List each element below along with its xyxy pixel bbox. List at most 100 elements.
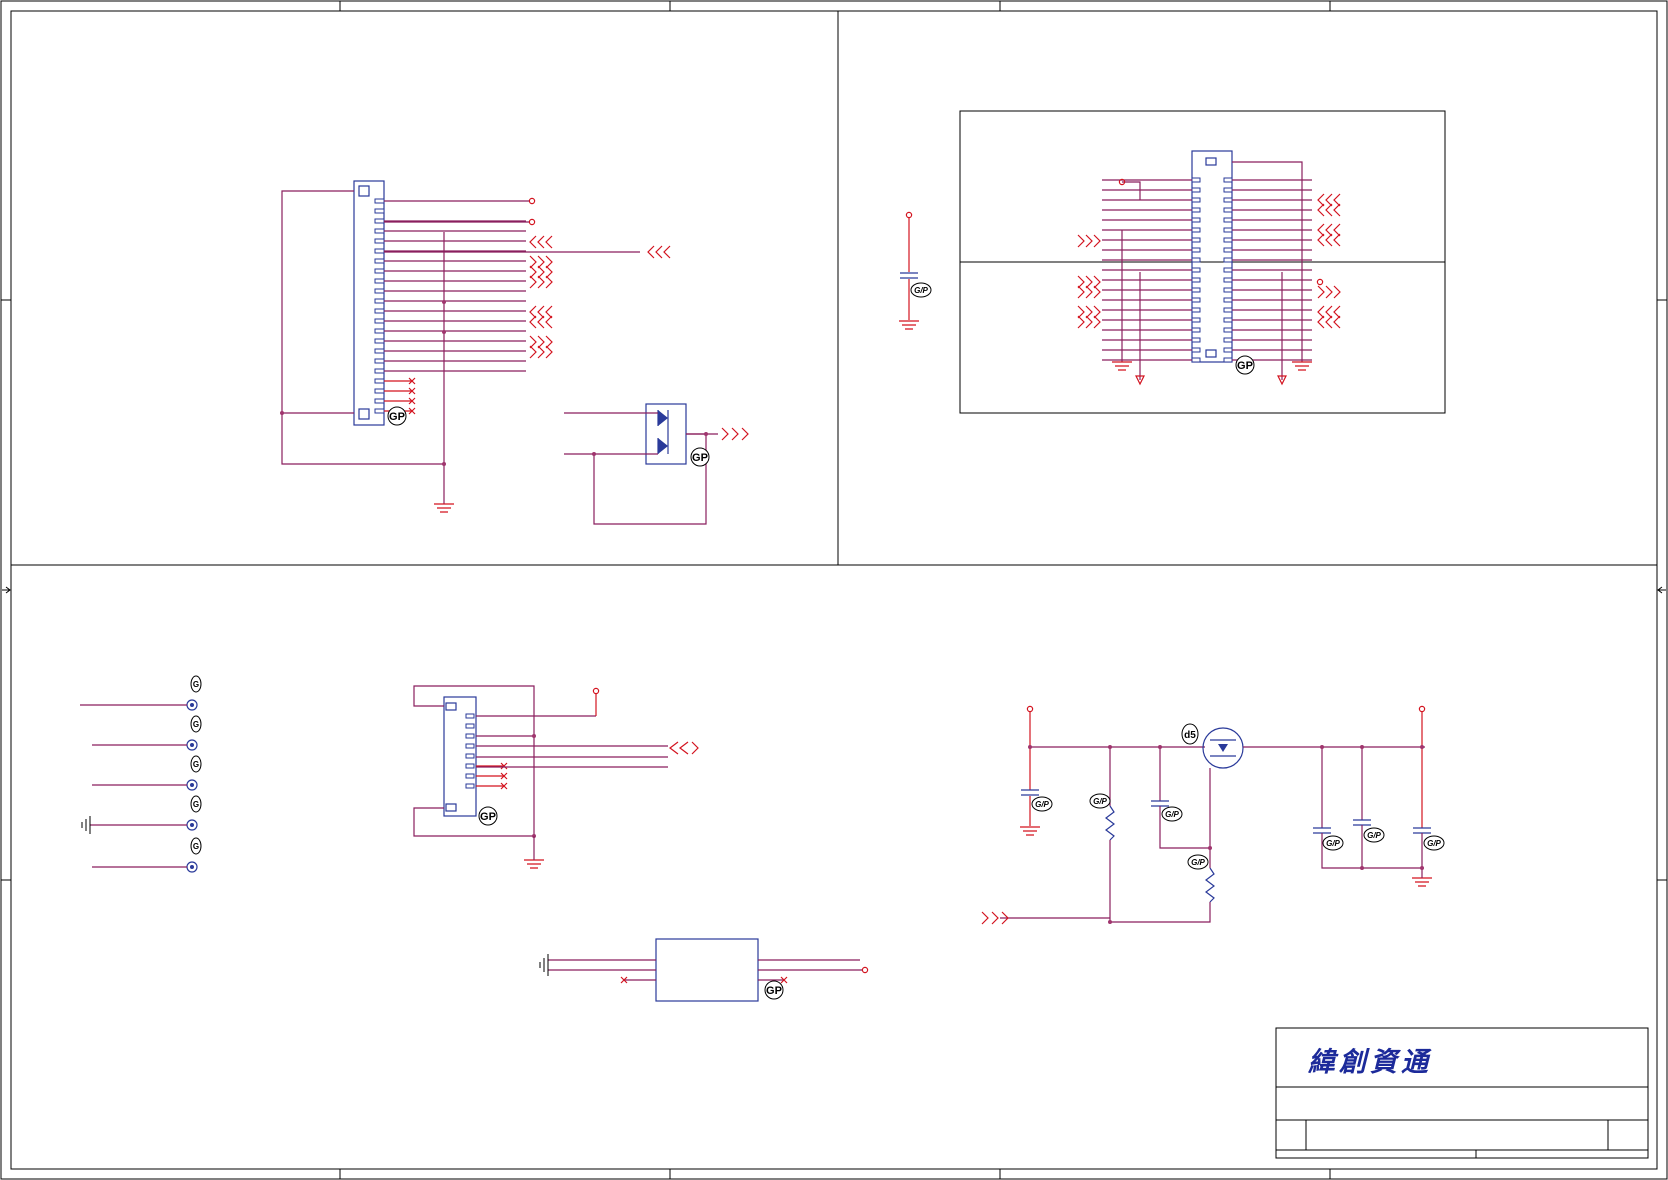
badge-mosfet: d5 — [1181, 723, 1199, 745]
svg-text:G/P: G/P — [1367, 831, 1381, 840]
badge-gp: GP — [478, 806, 498, 826]
connector-pin — [1191, 187, 1201, 193]
screw-hole: G — [81, 795, 202, 834]
connector-pin — [374, 258, 385, 264]
svg-text:G: G — [193, 680, 199, 689]
screw-hole: G — [92, 837, 202, 873]
svg-text:GP: GP — [766, 985, 782, 997]
connector-pin — [374, 298, 385, 304]
connector-pin — [1191, 287, 1201, 293]
connector-pin — [465, 723, 475, 729]
connector-pin — [465, 743, 475, 749]
connector-pin — [1191, 317, 1201, 323]
connector-pin — [374, 378, 385, 384]
svg-text:G/P: G/P — [1326, 839, 1340, 848]
connector-pin — [1191, 227, 1201, 233]
connector-pin — [374, 238, 385, 244]
badge-nut: G — [190, 795, 202, 813]
connector-pin — [374, 348, 385, 354]
svg-text:G: G — [193, 760, 199, 769]
connector-pin — [374, 388, 385, 394]
connector-pin — [1191, 357, 1201, 363]
badge-cap: G/P — [910, 282, 932, 298]
badge-cap: G/P — [1161, 806, 1183, 822]
docking-connector: GP — [959, 110, 1446, 414]
connector-pin — [1223, 317, 1233, 323]
connector-pin — [374, 268, 385, 274]
connector-pin — [1223, 217, 1233, 223]
badge-nut: G — [190, 715, 202, 733]
decoupling-cap-top: G/P — [899, 211, 932, 330]
power-switch-circuit: G/P G/P G/P d5 — [981, 705, 1445, 925]
connector-pin — [1191, 247, 1201, 253]
svg-text:G/P: G/P — [1191, 858, 1205, 867]
connector-pin — [374, 218, 385, 224]
connector-pin — [374, 308, 385, 314]
dual-diode: GP — [564, 403, 749, 525]
connector-pin — [1191, 237, 1201, 243]
connector-pin — [1191, 327, 1201, 333]
connector-pin — [465, 773, 475, 779]
connector-pin — [1191, 207, 1201, 213]
connector-pin — [1223, 247, 1233, 253]
badge-cap: G/P — [1089, 793, 1111, 809]
connector-pin — [1191, 347, 1201, 353]
connector-pin — [374, 328, 385, 334]
connector-pin — [374, 368, 385, 374]
connector-pin — [465, 763, 475, 769]
mounting-holes: G G G G G — [80, 675, 202, 873]
connector-pin — [1191, 277, 1201, 283]
connector-pin — [374, 198, 385, 204]
connector-pin — [1191, 177, 1201, 183]
svg-text:GP: GP — [692, 452, 708, 464]
badge-cap: G/P — [1423, 835, 1445, 851]
badge-gp: GP — [690, 447, 710, 467]
connector-pin — [1223, 187, 1233, 193]
connector-pin — [1223, 197, 1233, 203]
connector-pin — [374, 288, 385, 294]
connector-pin — [1223, 237, 1233, 243]
connector-pin — [1223, 277, 1233, 283]
connector-pin — [374, 228, 385, 234]
connector-pin — [1223, 287, 1233, 293]
svg-text:G/P: G/P — [1165, 810, 1179, 819]
connector-pin — [1223, 267, 1233, 273]
badge-gp: GP — [1235, 355, 1255, 375]
badge-nut: G — [190, 837, 202, 855]
badge-cap: G/P — [1322, 835, 1344, 851]
connector-pin — [1223, 297, 1233, 303]
connector-pin — [465, 753, 475, 759]
company-name: 緯創資通 — [1308, 1047, 1432, 1078]
svg-text:GP: GP — [480, 811, 496, 823]
svg-text:G/P: G/P — [914, 286, 928, 295]
connector-pin — [1191, 267, 1201, 273]
connector-pin — [374, 358, 385, 364]
connector-pin — [374, 208, 385, 214]
connector-pin — [1223, 327, 1233, 333]
svg-text:GP: GP — [1237, 360, 1253, 372]
connector-pin — [1223, 357, 1233, 363]
title-block — [1275, 1027, 1649, 1159]
connector-pin — [374, 398, 385, 404]
badge-gp: GP — [764, 980, 784, 1000]
connector-pin — [1223, 177, 1233, 183]
svg-text:G: G — [193, 720, 199, 729]
connector-pin — [1223, 227, 1233, 233]
svg-text:G: G — [193, 842, 199, 851]
svg-text:G/P: G/P — [1093, 797, 1107, 806]
connector-pin — [1191, 337, 1201, 343]
screw-hole: G — [80, 675, 202, 711]
connector-pin — [1223, 347, 1233, 353]
badge-cap: G/P — [1187, 854, 1209, 870]
small-connector: GP — [413, 685, 699, 869]
connector-pin — [465, 733, 475, 739]
connector-pin — [1191, 297, 1201, 303]
screw-hole: G — [92, 715, 202, 751]
svg-text:G/P: G/P — [1035, 800, 1049, 809]
connector-pin — [374, 248, 385, 254]
badge-cap: G/P — [1363, 827, 1385, 843]
connector-pin — [1191, 257, 1201, 263]
connector-pin — [1223, 337, 1233, 343]
